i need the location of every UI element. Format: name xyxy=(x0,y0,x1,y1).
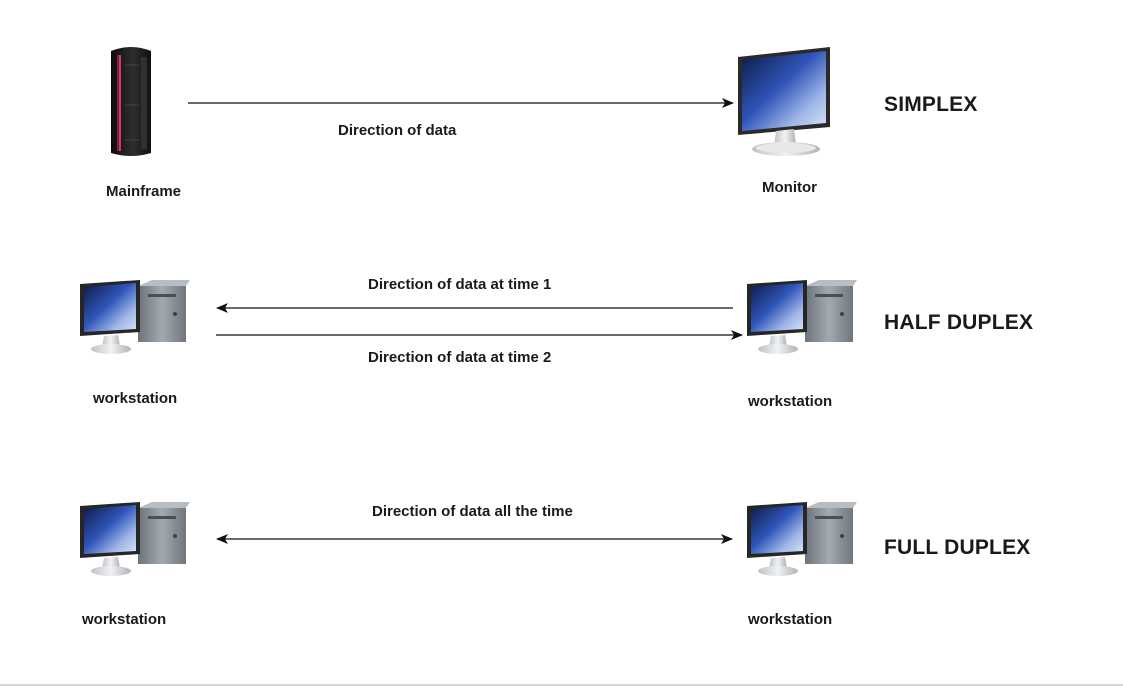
workstation-label: workstation xyxy=(748,611,833,628)
mainframe-icon xyxy=(111,47,151,156)
workstation-label: workstation xyxy=(748,393,833,410)
workstation-icon xyxy=(80,502,190,576)
full-duplex-mode-title: FULL DUPLEX xyxy=(884,536,1031,559)
simplex-arrow-label: Direction of data xyxy=(338,122,457,139)
workstation-icon xyxy=(747,502,857,576)
workstation-icon xyxy=(80,280,190,354)
workstation-label: workstation xyxy=(93,390,178,407)
monitor-icon xyxy=(738,47,830,156)
simplex-mode-title: SIMPLEX xyxy=(884,93,978,116)
full-duplex-arrow-label: Direction of data all the time xyxy=(372,503,573,520)
workstation-label: workstation xyxy=(82,611,167,628)
half-duplex-mode-title: HALF DUPLEX xyxy=(884,311,1034,334)
half-duplex-arrow-label-1: Direction of data at time 1 xyxy=(368,276,552,293)
mainframe-label: Mainframe xyxy=(106,183,182,200)
half-duplex-arrow-label-2: Direction of data at time 2 xyxy=(368,349,552,366)
bottom-divider xyxy=(0,684,1123,686)
monitor-label: Monitor xyxy=(762,179,817,196)
workstation-icon xyxy=(747,280,857,354)
